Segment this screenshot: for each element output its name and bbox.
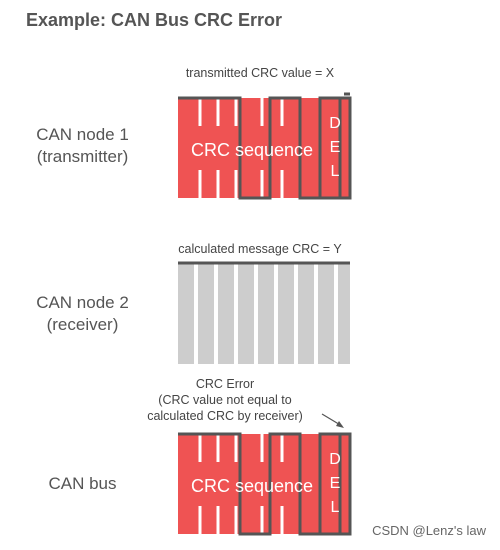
- transmitted-crc-caption: transmitted CRC value = X: [185, 66, 335, 80]
- delimiter-letter: E: [330, 139, 341, 156]
- bit-separators: [198, 98, 284, 198]
- receiver-crc-frame: [178, 261, 350, 364]
- delimiter-letter: D: [329, 451, 341, 468]
- delimiter-letter: E: [330, 475, 341, 492]
- crc-sequence-label: CRC sequence: [191, 476, 313, 496]
- crc-sequence-label: CRC sequence: [191, 140, 313, 160]
- delimiter-box: [318, 96, 352, 200]
- bit-separators: [198, 434, 284, 534]
- delimiter-letter: D: [329, 115, 341, 132]
- can-bus-crc-frame: CRC sequence D E L: [178, 413, 352, 536]
- delimiter-letter: L: [331, 499, 340, 516]
- receiver-bits: [178, 264, 350, 364]
- can-bus-label: CAN bus: [48, 474, 117, 493]
- crc-error-caption: CRC Error (CRC value not equal to calcul…: [147, 377, 303, 423]
- delimiter-box: [318, 432, 352, 536]
- delimiter-letter: L: [331, 163, 340, 180]
- watermark: CSDN @Lenz's law: [372, 523, 486, 538]
- transmitter-crc-frame: CRC sequence D E L: [178, 92, 352, 200]
- diagram-title: Example: CAN Bus CRC Error: [26, 10, 283, 30]
- calculated-crc-caption: calculated message CRC = Y: [178, 242, 342, 256]
- can-node-1-label: CAN node 1 (transmitter): [36, 125, 129, 166]
- can-node-2-label: CAN node 2 (receiver): [36, 293, 129, 334]
